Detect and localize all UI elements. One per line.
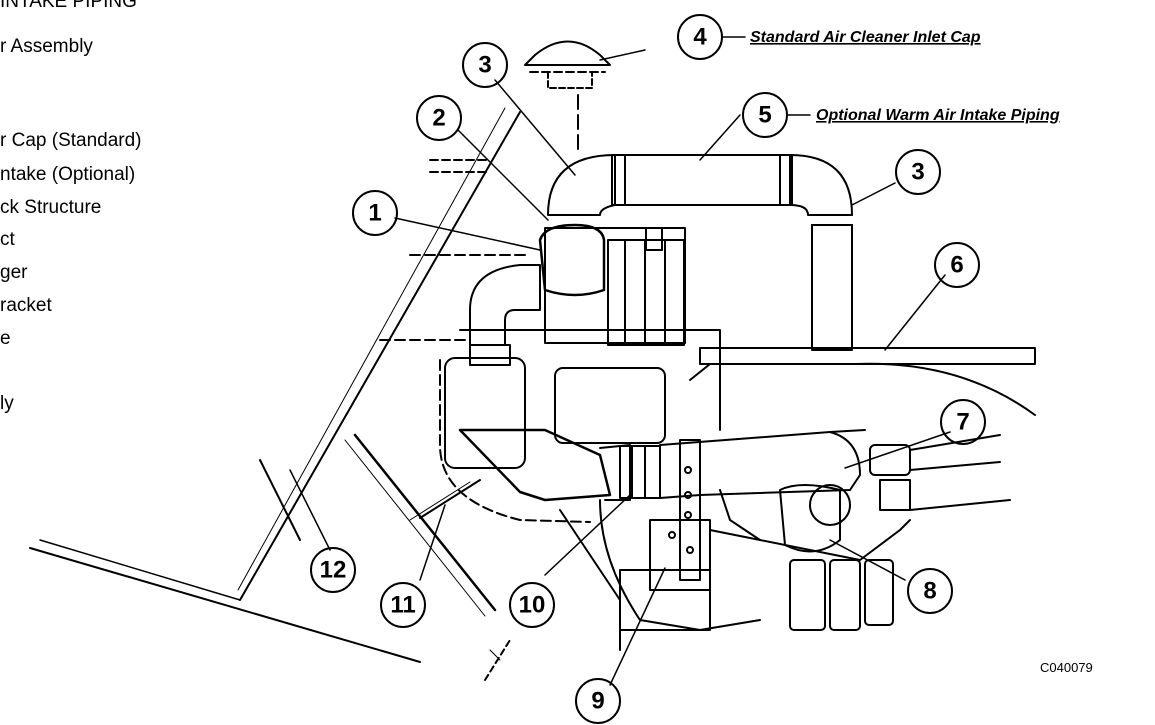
callout-1: 1 — [368, 200, 381, 227]
air-cleaner-assembly — [538, 223, 686, 346]
callout-7: 7 — [956, 409, 969, 436]
parts-legend: INTAKE PIPING r Assembly r Cap (Standard… — [0, 0, 330, 420]
callout-10: 10 — [519, 592, 546, 619]
callout-4: 4 — [693, 24, 707, 51]
intake-duct — [458, 428, 866, 502]
note-standard-cap: Standard Air Cleaner Inlet Cap — [750, 29, 981, 46]
legend-title: INTAKE PIPING — [0, 0, 137, 12]
engine-housing — [439, 329, 721, 523]
callout-8: 8 — [923, 578, 936, 605]
legend-item-5: ntake (Optional) — [0, 164, 136, 185]
support-bracket — [649, 439, 711, 591]
legend-item-7: ct — [0, 229, 15, 250]
legend-item-9: racket — [0, 295, 52, 316]
inlet-elbow — [469, 264, 541, 366]
note-warm-air: Optional Warm Air Intake Piping — [816, 107, 1060, 124]
callout-11: 11 — [390, 592, 415, 619]
legend-item-4: r Cap (Standard) — [0, 130, 142, 151]
legend-item-8: ger — [0, 262, 28, 283]
legend-item-10: e — [0, 328, 11, 349]
callout-2: 2 — [432, 105, 445, 132]
cab-structure — [29, 107, 531, 681]
leader-lines — [289, 49, 951, 686]
callout-6: 6 — [950, 252, 963, 279]
legend-item-6: ck Structure — [0, 197, 102, 218]
callout-3b: 3 — [911, 159, 924, 186]
standard-inlet-cap — [524, 40, 611, 151]
turbocharger — [559, 434, 1011, 651]
callout-5: 5 — [758, 102, 771, 129]
figure-id: C040079 — [1040, 660, 1093, 675]
legend-item-1: r Assembly — [0, 36, 93, 57]
callout-9: 9 — [591, 688, 604, 715]
legend-item-12: ly — [0, 393, 14, 414]
callout-circles — [310, 14, 986, 724]
warm-air-intake-piping — [547, 154, 853, 351]
callout-12: 12 — [320, 557, 347, 584]
callout-numbers: 1 2 3 4 5 3 6 7 8 9 10 11 12 — [320, 24, 970, 715]
callout-3a: 3 — [478, 52, 491, 79]
frame-rail — [689, 347, 1036, 416]
note-connectors — [721, 36, 811, 116]
